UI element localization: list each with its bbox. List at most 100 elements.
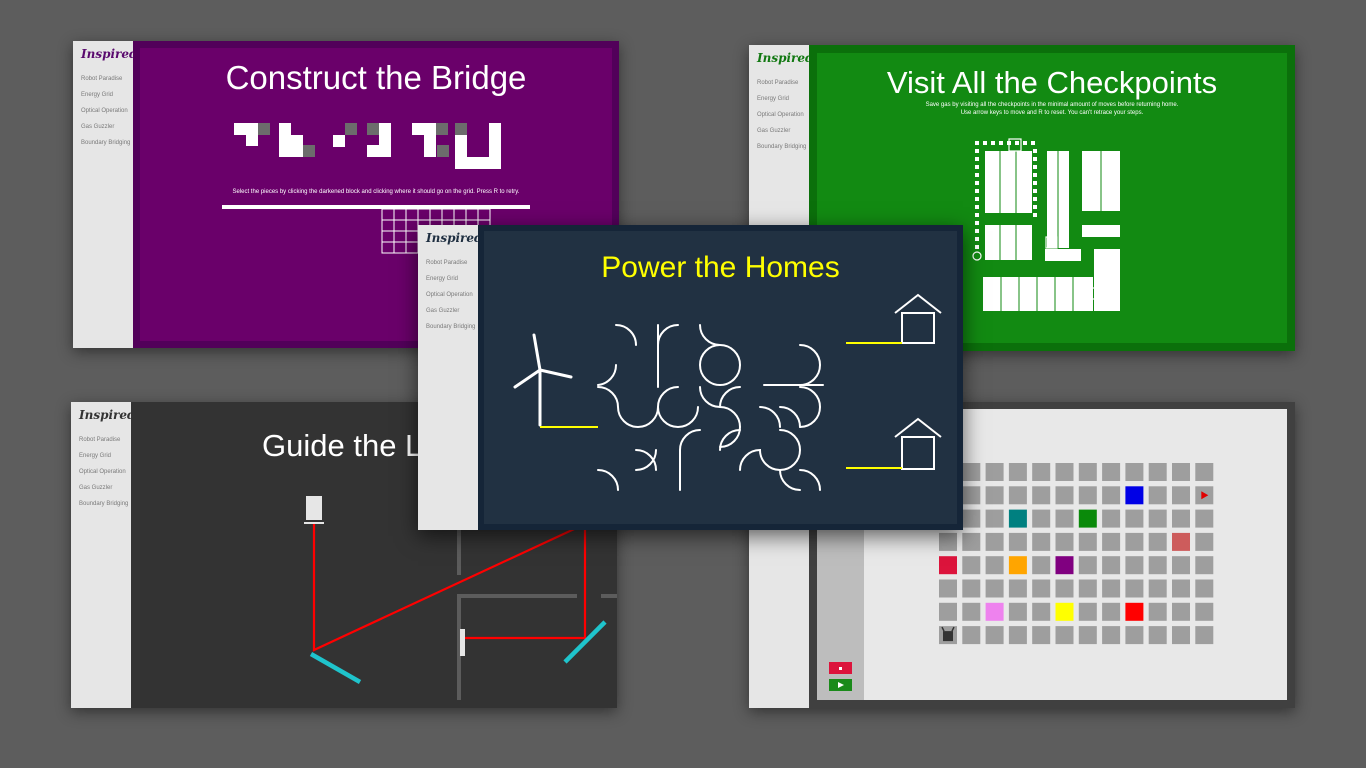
checkpoints-map[interactable] <box>809 45 1295 351</box>
path-dot <box>975 165 979 169</box>
sidebar: Inspired Robot Paradise Energy Grid Opti… <box>418 225 482 530</box>
grid-tile <box>962 486 981 505</box>
house-icon <box>894 417 942 470</box>
sidebar-item-optical-operation[interactable]: Optical Operation <box>426 292 473 298</box>
grid-tile <box>1148 579 1167 598</box>
grid-tile <box>1195 509 1214 528</box>
sidebar-item-gas-guzzler[interactable]: Gas Guzzler <box>426 308 460 314</box>
grid-tile <box>1195 626 1214 645</box>
grid-tile <box>962 556 981 575</box>
path-dot <box>999 141 1003 145</box>
colored-tile <box>1125 602 1144 621</box>
colored-tile <box>985 602 1004 621</box>
path-dot <box>975 229 979 233</box>
checkpoints-instructions-1: Save gas by visiting all the checkpoints… <box>925 102 1179 108</box>
sidebar-item-energy-grid[interactable]: Energy Grid <box>79 453 112 459</box>
path-dot <box>975 213 979 217</box>
sidebar-item-optical-operation[interactable]: Optical Operation <box>79 469 126 475</box>
card-construct-bridge[interactable]: Inspired Robot Paradise Energy Grid Opti… <box>73 41 619 348</box>
sidebar-item-energy-grid[interactable]: Energy Grid <box>81 92 114 98</box>
colored-tile <box>1055 556 1074 575</box>
sidebar-item-robot-paradise[interactable]: Robot Paradise <box>79 437 121 443</box>
grid-tile <box>1008 626 1027 645</box>
grid-tile <box>1125 556 1144 575</box>
grid-tile <box>1148 602 1167 621</box>
grid-tile <box>1078 579 1097 598</box>
bridge-grid-cell <box>393 219 407 232</box>
path-dot <box>1033 213 1037 217</box>
sidebar-item-robot-paradise[interactable]: Robot Paradise <box>757 80 799 86</box>
page-title: Power the Homes <box>601 251 840 284</box>
sidebar-item-optical-operation[interactable]: Optical Operation <box>757 112 804 118</box>
grid-tile <box>1008 532 1027 551</box>
sidebar-item-robot-paradise[interactable]: Robot Paradise <box>81 76 123 82</box>
power-stage: Power the Homes <box>478 225 963 530</box>
bridge-grid-cell <box>441 208 455 221</box>
grid-tile <box>1032 626 1051 645</box>
bridge-grid-cell <box>405 241 419 254</box>
bridge-pieces[interactable] <box>133 41 619 348</box>
grid-tile <box>1102 579 1121 598</box>
bridge-grid-cell <box>393 241 407 254</box>
grid-tile <box>962 509 981 528</box>
bridge-stage: Construct the Bridge Select the pi <box>133 41 619 348</box>
grid-tile <box>1032 532 1051 551</box>
sidebar-nav: Robot Paradise Energy Grid Optical Opera… <box>757 75 806 155</box>
grid-tile <box>1125 463 1144 481</box>
bridge-grid-cell <box>417 208 431 221</box>
grid-tile <box>1195 602 1214 621</box>
power-grid-board[interactable] <box>478 225 963 530</box>
grid-tile <box>1172 509 1190 528</box>
play-button[interactable] <box>829 679 852 691</box>
laser-target-icon <box>460 629 465 656</box>
sidebar-item-robot-paradise[interactable]: Robot Paradise <box>426 260 468 266</box>
bridge-grid-cell <box>429 208 443 221</box>
path-dot <box>975 237 979 241</box>
robot-grid[interactable] <box>809 402 1295 708</box>
logo: Inspired <box>81 47 138 61</box>
grid-tile <box>1102 463 1121 481</box>
sidebar-item-gas-guzzler[interactable]: Gas Guzzler <box>79 485 113 491</box>
grid-tile <box>1008 579 1027 598</box>
grid-tile <box>1078 463 1097 481</box>
grid-tile <box>1148 486 1167 505</box>
grid-tile <box>1172 626 1190 645</box>
path-dot <box>1033 149 1037 153</box>
sidebar-item-boundary-bridging[interactable]: Boundary Bridging <box>81 140 131 146</box>
stop-button[interactable] <box>829 662 852 674</box>
sidebar-item-boundary-bridging[interactable]: Boundary Bridging <box>757 144 807 150</box>
grid-tile <box>1172 602 1190 621</box>
grid-tile <box>1078 532 1097 551</box>
path-dot <box>983 141 987 145</box>
grid-tile <box>1078 486 1097 505</box>
path-dot <box>975 157 979 161</box>
colored-tile <box>1008 556 1027 575</box>
sidebar-item-boundary-bridging[interactable]: Boundary Bridging <box>426 324 476 330</box>
grid-tile <box>1102 556 1121 575</box>
sidebar-item-energy-grid[interactable]: Energy Grid <box>426 276 459 282</box>
grid-tile <box>1055 626 1074 645</box>
sidebar-item-boundary-bridging[interactable]: Boundary Bridging <box>79 501 129 507</box>
sidebar-item-gas-guzzler[interactable]: Gas Guzzler <box>81 124 115 130</box>
bridge-grid-cell <box>405 219 419 232</box>
path-dot <box>975 149 979 153</box>
card-visit-checkpoints[interactable]: Inspired Robot Paradise Energy Grid Opti… <box>749 45 1295 351</box>
sidebar-item-optical-operation[interactable]: Optical Operation <box>81 108 128 114</box>
bridge-grid-cell <box>405 230 419 243</box>
bridge-grid-cell <box>381 208 395 221</box>
sidebar-item-gas-guzzler[interactable]: Gas Guzzler <box>757 128 791 134</box>
path-dot <box>1031 141 1035 145</box>
bridge-grid-cell <box>393 208 407 221</box>
path-dot <box>1033 197 1037 201</box>
grid-tile <box>939 532 957 551</box>
sidebar-item-energy-grid[interactable]: Energy Grid <box>757 96 790 102</box>
bridge-grid-cell <box>405 208 419 221</box>
bridge-grid-cell <box>381 241 395 254</box>
laser-emitter-icon <box>306 496 322 520</box>
bridge-grid-cell <box>453 208 467 221</box>
grid-tile <box>1032 556 1051 575</box>
card-power-homes[interactable]: Inspired Robot Paradise Energy Grid Opti… <box>418 225 963 530</box>
grid-tile <box>962 532 981 551</box>
page-title: Visit All the Checkpoints <box>886 65 1218 100</box>
logo: Inspired <box>426 231 483 245</box>
